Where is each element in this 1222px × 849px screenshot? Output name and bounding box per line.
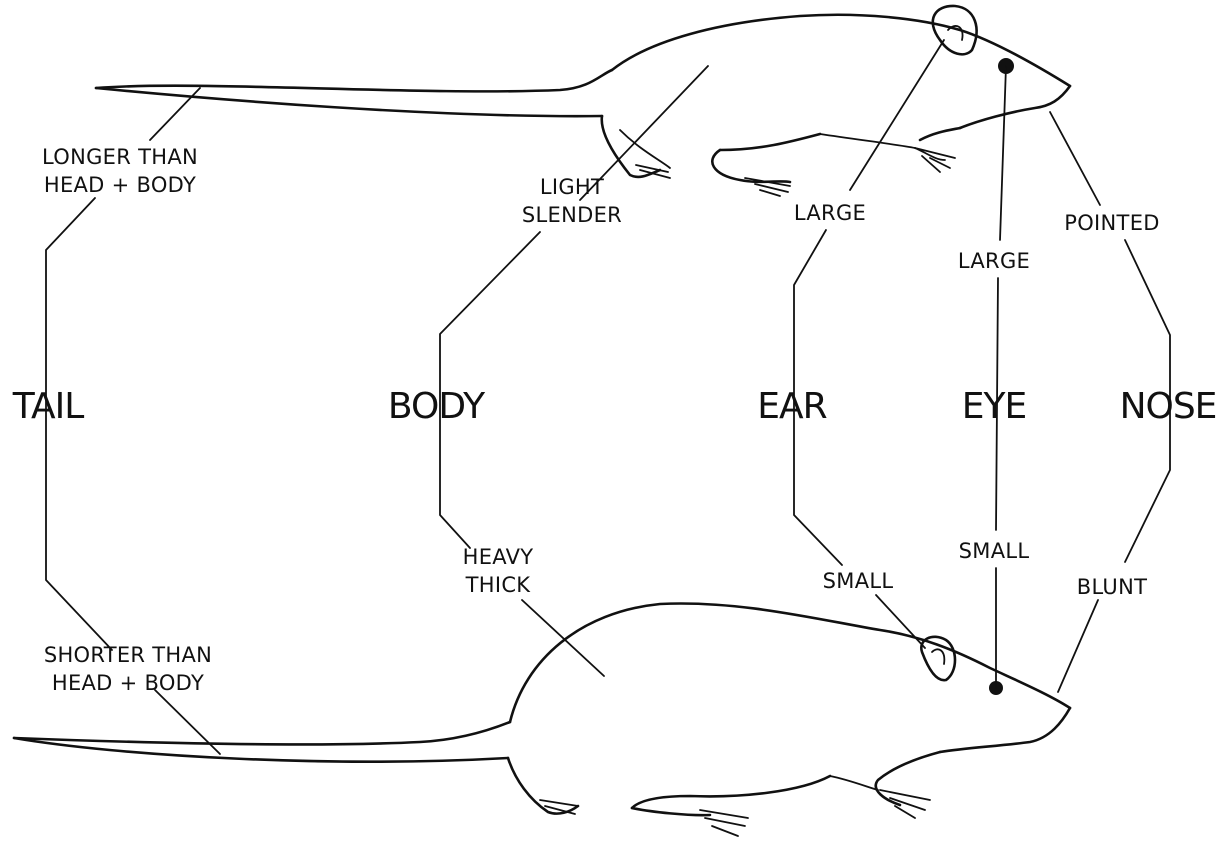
nose-connector-top [1050,112,1100,205]
eye-heading: EYE [962,386,1026,427]
upper-rodent-drawing [96,6,1070,196]
tail-bottom-label-line1: SHORTER THAN [44,643,212,667]
eye-connector-top [1000,66,1006,240]
ear-connector-bottom [876,595,925,648]
body-top-label-line1: LIGHT [540,175,604,199]
body-top-label-line2: SLENDER [522,203,622,227]
lower-rodent-tail [14,722,510,745]
lower-rodent-back [510,603,1070,722]
lower-rodent-ear [921,637,955,680]
upper-rodent-back [612,15,1070,86]
nose-heading: NOSE [1120,386,1217,427]
ear-top-label: LARGE [794,201,866,225]
tail-heading: TAIL [12,386,84,427]
body-bottom-label-line1: HEAVY [463,545,534,569]
tail-top-label-line2: HEAD + BODY [44,173,196,197]
nose-connector-bottom [1058,600,1098,692]
body-connector-bottom [522,600,604,676]
tail-bottom-label-line2: HEAD + BODY [52,671,204,695]
upper-rodent-tail [96,70,612,91]
ear-connector-top [850,40,944,190]
tail-top-label-line1: LONGER THAN [42,145,198,169]
eye-bottom-label: SMALL [959,539,1030,563]
lower-rodent-drawing [14,603,1070,836]
ear-bottom-label: SMALL [823,569,894,593]
nose-top-label: POINTED [1064,211,1159,235]
eye-top-label: LARGE [958,249,1030,273]
body-bottom-label-line2: THICK [465,573,532,597]
ear-heading: EAR [757,386,826,427]
nose-bottom-label: BLUNT [1077,575,1147,599]
body-heading: BODY [388,386,486,427]
